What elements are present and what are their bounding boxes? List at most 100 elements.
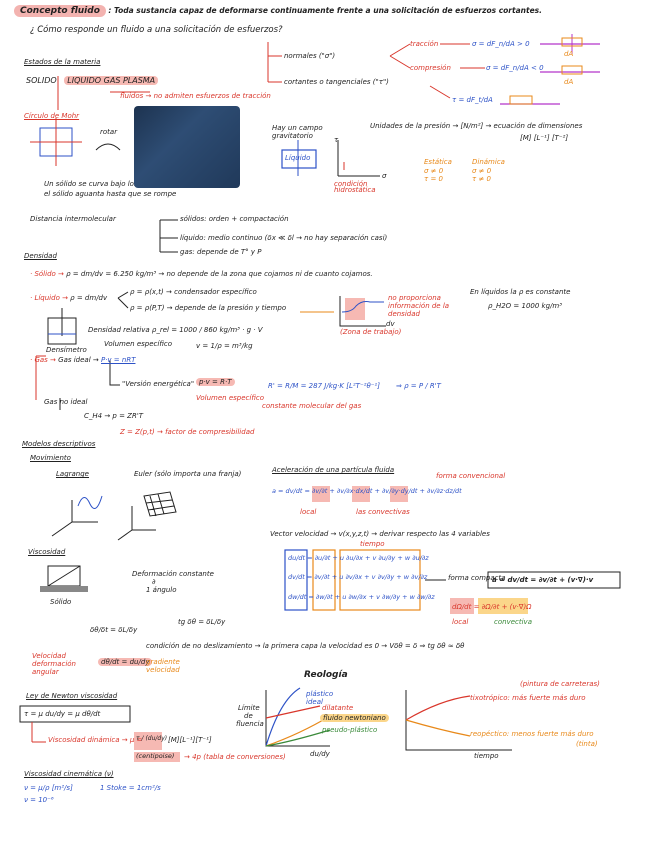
deform-3: 1 ángulo [146,586,177,594]
statics-1: σ ≠ 0 [424,167,444,175]
state-plasma: PLASMA [122,76,156,85]
solid-eq: ρ = dm/dv = 6.250 kg/m³ → no depende de … [66,270,373,278]
gas-label: · Gas → [30,356,56,364]
field-text-1: Hay un campo [272,124,323,132]
liquid-eq: ρ = dm/dv [70,294,108,302]
page-title: Concepto fluido [14,5,106,17]
pressure-dims: [M] [L⁻¹] [T⁻²] [520,134,569,142]
constant-2: ρ_H2O = 1000 kg/m³ [488,302,563,310]
local-label: local [300,508,317,516]
euler-label: Euler (sólo importa una franja) [134,470,242,478]
distance-label: Distancia intermolecular [30,215,116,223]
newton-heading: Ley de Newton viscosidad [26,692,118,700]
solid-label: · Sólido → [30,270,64,278]
ideal-gas-label: Gas ideal → [58,356,99,364]
rotate-label: rotar [100,128,118,136]
angular-equal: dθ/dt = du/dy [98,658,153,667]
statics-label: Estática [424,158,452,166]
fluid-states-highlight: LIQUIDO GAS PLASMA [64,76,159,85]
pv-eq: P·v = nRT [100,356,136,364]
matrix-row-3: dw/dt = ∂w/∂t + u ∂w/∂x + v ∂w/∂y + w ∂w… [288,593,435,601]
tau-eq: τ = dF_t/dA [452,96,493,104]
solid-note-1: Un sólido se curva bajo los esfuerzos, [44,180,176,188]
fluids-note: fluidos → no admiten esfuerzos de tracci… [120,92,271,100]
state-solid: SOLIDO [26,76,57,85]
water-visc: ν = 10⁻⁶ [24,796,54,804]
state-gas: GAS [103,76,121,85]
viscosity-heading: Viscosidad [28,548,66,556]
liquid-box-label: Líquido [285,154,311,162]
sigma-axis: σ [382,172,387,180]
dynamics-label: Dinámica [472,158,505,166]
liquid-branch-2: ρ = ρ(P,T) → depende de la presión y tie… [130,304,287,312]
angular-3: angular [32,668,59,676]
spec-volume-eq: v = 1/ρ = m³/kg [196,342,253,350]
time-note: tiempo [360,540,385,548]
yield-label-2: de [244,712,253,720]
material-derivative: dΩ/dt = ∂Ω/∂t + (v·∇)Ω [452,603,532,611]
distance-solids: sólidos: orden + compactación [180,215,289,223]
r-eq: R' = R/M = 287 J/kg·K [L²T⁻²θ⁻¹] [268,382,380,390]
accel-eq: a = dv/dt = ∂v/∂t + ∂v/∂x·dx/dt + ∂v/∂y·… [272,487,462,495]
relative-density: Densidad relativa ρ_rel = 1000 / 860 kg/… [88,326,263,334]
curve-pseudo: pseudo-plástico [322,726,378,734]
distance-liquids: líquido: medio continuo (δx ≪ δl → no ha… [180,234,388,242]
stress-traction: tracción [410,40,439,48]
models-heading: Modelos descriptivos [22,440,96,448]
dA-label-2: dA [564,78,574,86]
newton-eq: τ = μ du/dy = μ dθ/dt [24,710,101,718]
statics-2: τ = 0 [424,175,443,183]
work-zone: (Zona de trabajo) [340,328,402,336]
rheology-title: Reología [304,670,348,680]
accel-heading: Aceleración de una partícula fluida [272,466,395,474]
thixo-note: (pintura de carreteras) [520,680,600,688]
real-gas-label: Gas no ideal [44,398,88,406]
deform-1: Deformación constante [132,570,214,578]
states-heading: Estados de la materia [24,58,101,66]
sigma-traction: σ = dF_n/dA > 0 [472,40,530,48]
dynamics-1: σ ≠ 0 [472,167,492,175]
velocity-field: Vector velocidad → v(x,y,z,t) → derivar … [270,530,490,538]
solid-caption: Sólido [50,598,72,606]
distance-gas: gas: depende de T° y P [180,248,262,256]
liquid-branch-1: ρ = ρ(x,t) → condensador específico [130,288,257,296]
constant-1: En líquidos la ρ es constante [470,288,571,296]
pressure-units: Unidades de la presión → [N/m²] → ecuaci… [370,122,583,130]
rho-eq: ⇒ ρ = P / R'T [396,382,441,390]
tau-axis: τ [334,136,339,144]
lagrange-label: Lagrange [56,470,89,478]
kinematic-heading: Viscosidad cinemática (ν) [24,770,114,778]
compressibility: Z = Z(p,t) → factor de compresibilidad [120,428,255,436]
material-conv: convectiva [494,618,532,626]
tg-eq: tg δθ = δL/δy [178,618,226,626]
question: ¿ Cómo responde un fluido a una solicita… [30,25,283,35]
angular-2: deformación [32,660,76,668]
liquid-label: · Líquido → [30,294,68,302]
movement-label: Movimiento [30,454,71,462]
solid-note-2: el sólido aguanta hasta que se rompe [44,190,177,198]
curve-bingham: dilatante [322,704,354,712]
stokes-eq: 1 Stoke = 1cm²/s [100,784,161,792]
angular-1: Velocidad [32,652,66,660]
dynamics-2: τ ≠ 0 [472,175,491,183]
vspec-note: Volumen específico [196,394,264,402]
compact-label: forma compacta [448,574,506,582]
deform-2: ∂ [152,578,156,586]
fluid-photo [134,106,240,188]
curve-plastic: plástico ideal [306,690,334,707]
mu-fraction: τ / (du/dy) [136,735,168,742]
sigma-compression: σ = dF_n/dA < 0 [486,64,544,72]
no-slip-condition: condición de no deslizamiento → la prime… [146,642,465,650]
ghost-note: no proporciona información de la densida… [388,294,450,319]
yield-label-3: fluencia [236,720,264,728]
gradient-label: gradiente velocidad [146,658,180,675]
convective-label: las convectivas [356,508,410,516]
ratio-eq: δθ/δt = δL/δy [90,626,138,634]
stress-shear: cortantes o tangenciales ("τ") [284,78,389,86]
matrix-row-2: dv/dt = ∂v/∂t + u ∂v/∂x + v ∂v/∂y + w ∂v… [288,573,428,581]
material-local: local [452,618,469,626]
mohr-label: Círculo de Mohr [24,112,80,120]
dv-label: dv [386,320,395,328]
stress-normal: normales ("σ") [284,52,336,60]
